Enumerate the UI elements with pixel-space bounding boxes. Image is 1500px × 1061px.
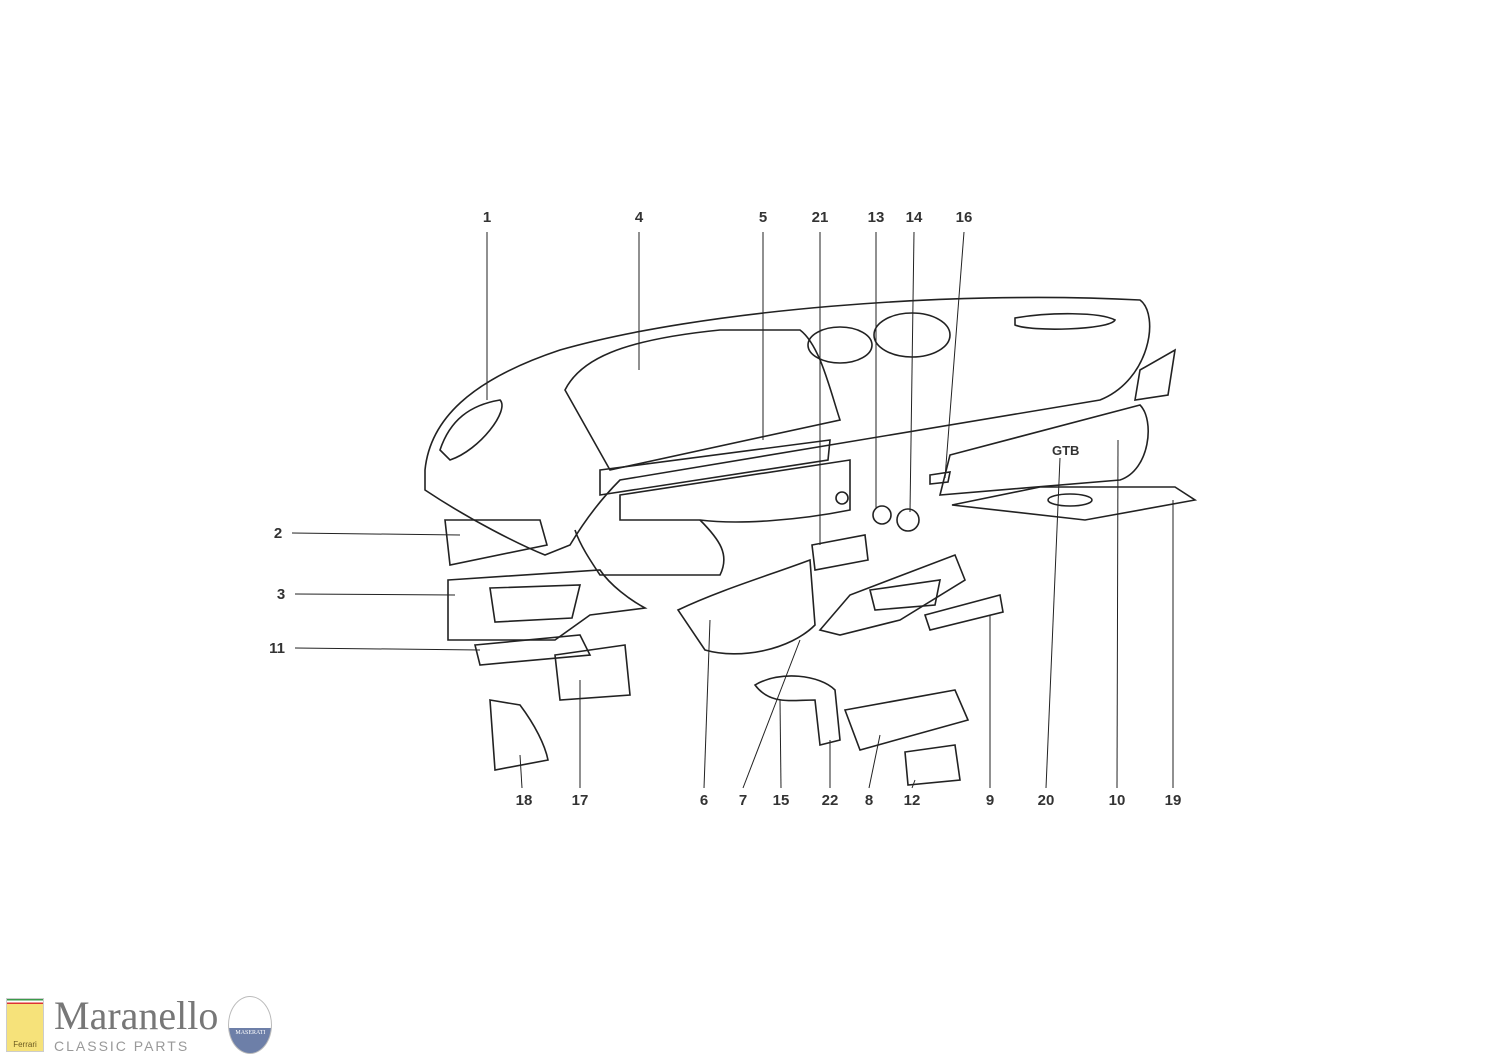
part-18 (489, 699, 549, 771)
callout-5: 5 (758, 209, 768, 226)
footer-logo: Ferrari Maranello CLASSIC PARTS MASERATI (6, 993, 273, 1056)
callout-1: 1 (482, 209, 492, 226)
callout-11: 11 (269, 640, 285, 657)
ferrari-shield-icon: Ferrari (6, 998, 44, 1052)
callout-2: 2 (273, 525, 283, 542)
part-6 (676, 558, 816, 655)
callout-15: 15 (772, 792, 790, 809)
callout-19: 19 (1164, 792, 1182, 809)
part-glovebox (938, 404, 1149, 496)
callout-4: 4 (634, 209, 644, 226)
part-7 (818, 553, 966, 636)
callout-17: 17 (571, 792, 589, 809)
part-8 (843, 689, 970, 751)
part-9 (923, 594, 1004, 631)
ferrari-badge-text: Ferrari (13, 1040, 37, 1049)
callout-21: 21 (811, 209, 829, 226)
callout-6: 6 (699, 792, 709, 809)
maserati-badge-text: MASERATI (235, 1030, 266, 1036)
part-11 (473, 634, 592, 666)
callout-12: 12 (903, 792, 921, 809)
callout-3: 3 (276, 586, 286, 603)
callout-16: 16 (955, 209, 973, 226)
callout-18: 18 (515, 792, 533, 809)
callout-8: 8 (864, 792, 874, 809)
part-dashboard (424, 296, 1151, 556)
part-17 (554, 644, 631, 701)
part-2 (444, 519, 549, 566)
footer-tagline: CLASSIC PARTS (54, 1038, 190, 1054)
callout-22: 22 (821, 792, 839, 809)
footer-brand: Maranello (54, 993, 219, 1038)
leader-lines (291, 231, 1174, 789)
callout-14: 14 (905, 209, 923, 226)
callout-9: 9 (985, 792, 995, 809)
callout-20: 20 (1037, 792, 1055, 809)
part-12 (904, 744, 961, 786)
part-3 (447, 569, 648, 641)
callout-7: 7 (738, 792, 748, 809)
callout-10: 10 (1108, 792, 1126, 809)
maserati-trident-icon: MASERATI (228, 996, 273, 1054)
callout-13: 13 (867, 209, 885, 226)
gtb-emblem: GTB (1052, 443, 1079, 458)
part-liner (951, 486, 1198, 521)
part-instrument-hood (564, 329, 842, 471)
part-15 (753, 675, 841, 746)
